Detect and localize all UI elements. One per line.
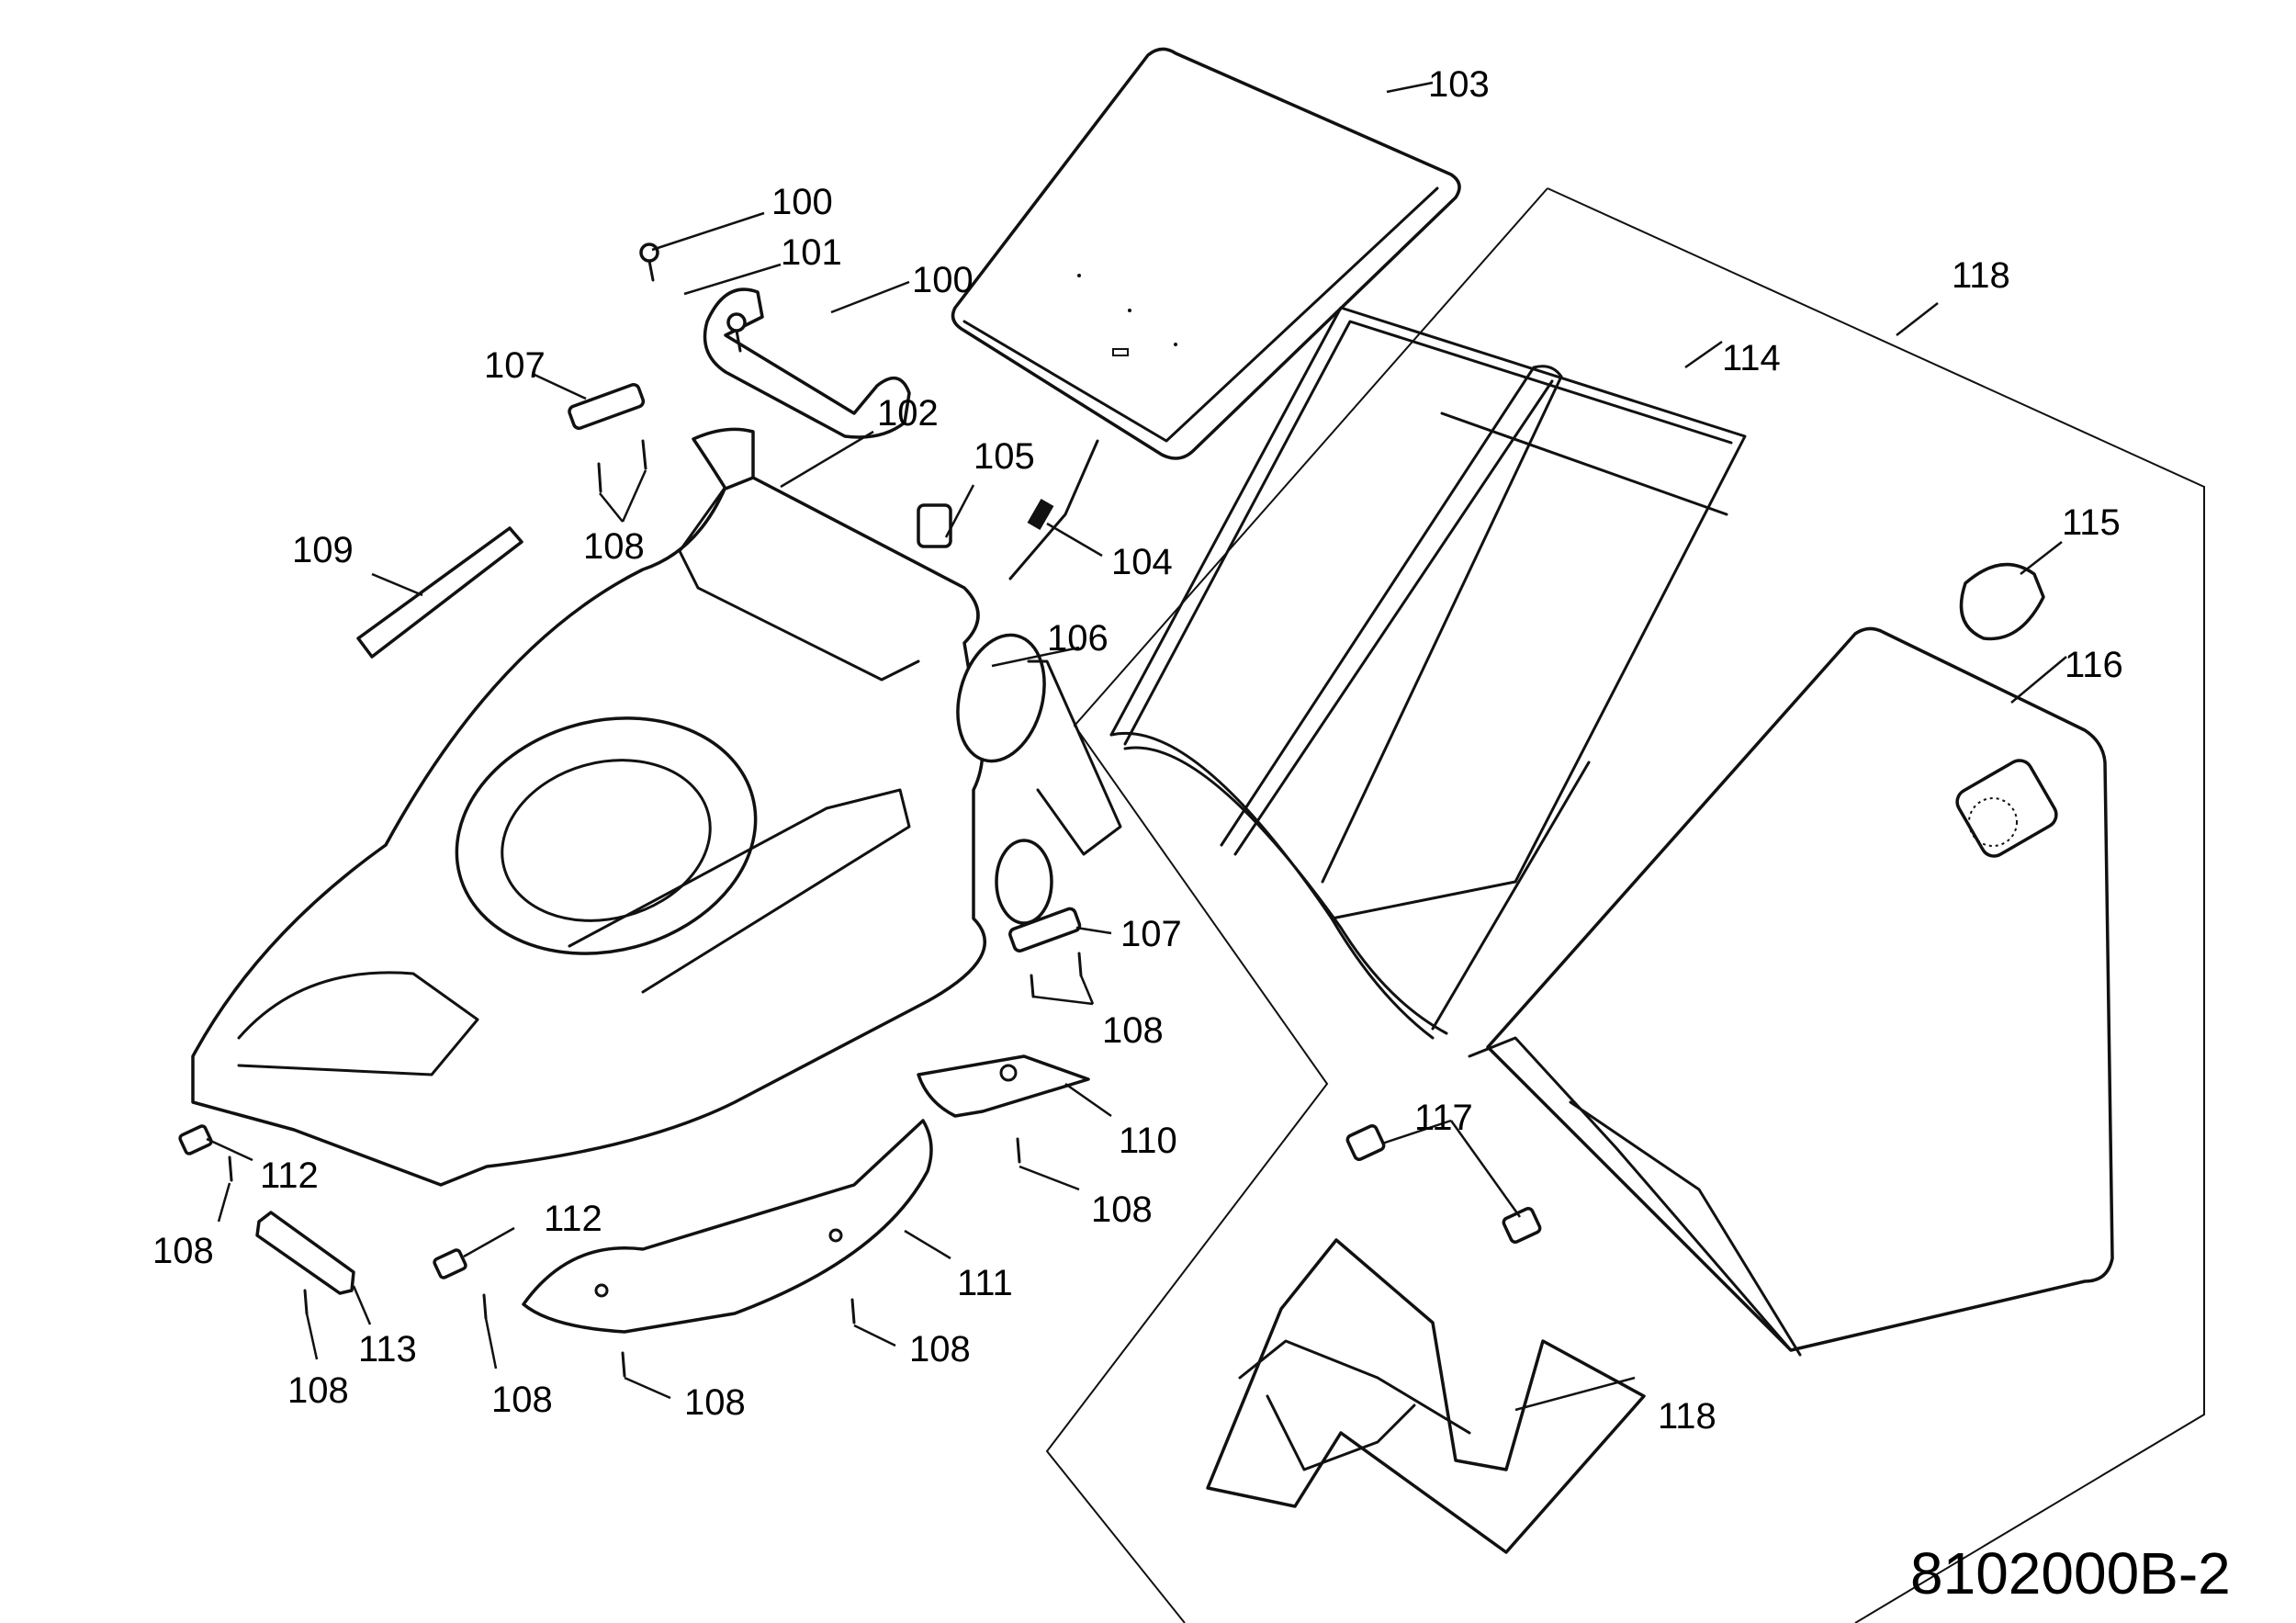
part-110-vent-cover[interactable] xyxy=(917,1054,1090,1118)
label-108-f: 108 xyxy=(491,1380,553,1420)
label-116: 116 xyxy=(2065,645,2123,685)
part-117-clip-a[interactable] xyxy=(1345,1124,1386,1161)
label-108-a: 108 xyxy=(583,526,645,567)
label-108-h: 108 xyxy=(909,1329,971,1369)
assembly-118-boundary-left xyxy=(1045,187,1548,1623)
label-107-a: 107 xyxy=(484,345,546,386)
document-number: 8102000B-2 xyxy=(1910,1540,2231,1606)
part-109-front-strip[interactable] xyxy=(356,526,523,659)
label-102: 102 xyxy=(877,393,939,434)
part-103-rear-flap[interactable] xyxy=(951,47,1461,460)
label-115: 115 xyxy=(2062,502,2121,543)
part-117-clip-b[interactable] xyxy=(1502,1207,1542,1244)
part-106-deck-housing[interactable] xyxy=(191,476,1122,1187)
part-114-catcher-frame[interactable] xyxy=(1109,306,1747,1040)
label-110: 110 xyxy=(1119,1121,1177,1161)
label-106: 106 xyxy=(1047,618,1109,659)
label-101: 101 xyxy=(781,232,842,273)
label-118-b: 118 xyxy=(1658,1396,1716,1437)
part-112-clip-a[interactable] xyxy=(178,1124,213,1155)
part-104-spring[interactable] xyxy=(1008,439,1099,580)
part-108-screw-set[interactable] xyxy=(228,439,1083,1378)
label-113: 113 xyxy=(358,1329,417,1369)
label-100-b: 100 xyxy=(912,260,974,300)
part-113-front-trim[interactable] xyxy=(255,1211,355,1295)
part-115-catcher-handle-cap[interactable] xyxy=(1959,562,2045,641)
part-118-chute[interactable] xyxy=(1206,1238,1646,1554)
label-103: 103 xyxy=(1428,64,1490,105)
label-108-e: 108 xyxy=(287,1370,349,1411)
label-112-a: 112 xyxy=(260,1155,319,1196)
label-108-d: 108 xyxy=(152,1231,214,1271)
label-118-a: 118 xyxy=(1952,255,2010,296)
part-107-bracket-a[interactable] xyxy=(568,382,646,430)
label-100-a: 100 xyxy=(771,182,833,222)
part-105-bushing[interactable] xyxy=(917,503,952,548)
part-102-cover-cap[interactable] xyxy=(692,427,755,490)
label-117: 117 xyxy=(1414,1098,1473,1138)
part-116-catcher-bag[interactable] xyxy=(1468,626,2114,1357)
part-107-bracket-b[interactable] xyxy=(1008,907,1082,952)
part-100-screw-b[interactable] xyxy=(726,312,747,353)
label-108-b: 108 xyxy=(1102,1010,1164,1051)
part-112-clip-b[interactable] xyxy=(433,1248,467,1279)
leader-lines xyxy=(206,81,2067,1412)
callout-labels: 100 101 100 102 103 104 105 106 107 107 … xyxy=(152,64,2123,1437)
label-112-b: 112 xyxy=(544,1199,602,1239)
label-109: 109 xyxy=(292,530,354,570)
part-101-carry-handle[interactable] xyxy=(703,287,911,439)
label-111: 111 xyxy=(957,1263,1013,1303)
label-107-b: 107 xyxy=(1120,914,1182,954)
label-108-g: 108 xyxy=(684,1382,746,1423)
label-104: 104 xyxy=(1111,542,1173,582)
assembly-118-boundary xyxy=(1547,187,2205,1623)
label-108-c: 108 xyxy=(1091,1189,1153,1230)
part-111-side-skirt[interactable] xyxy=(522,1119,933,1334)
label-105: 105 xyxy=(974,436,1035,477)
label-114: 114 xyxy=(1722,338,1781,378)
